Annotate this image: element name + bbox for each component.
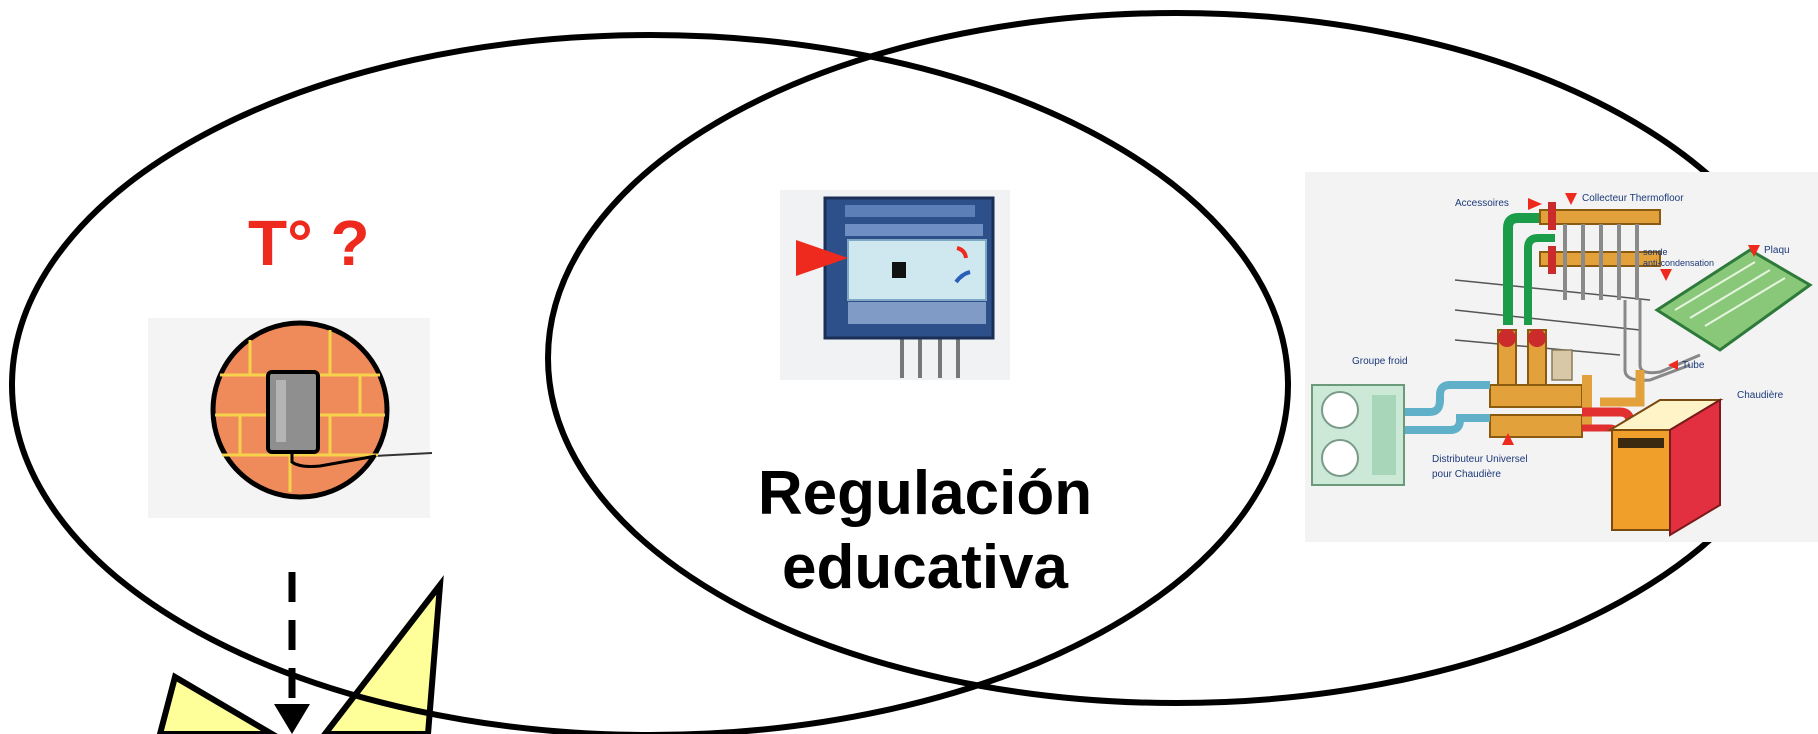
heating-system-diagram: Accessoires Collecteur Thermofloor Plaqu…: [1305, 172, 1818, 542]
center-label-line1: Regulación: [758, 459, 1092, 528]
temperature-question-label: T° ?: [248, 207, 370, 279]
label-collector: Collecteur Thermofloor: [1582, 193, 1684, 204]
label-boiler: Chaudière: [1737, 390, 1784, 401]
wall-sensor-icon: [148, 318, 433, 518]
label-cold-group: Groupe froid: [1352, 356, 1408, 367]
left-ellipse: [9, 32, 1291, 734]
controller-device-icon: [780, 190, 1010, 380]
dashed-arrow: [274, 572, 310, 734]
label-sensor: sonde: [1643, 247, 1668, 257]
center-label-line2: educativa: [782, 533, 1069, 602]
label-plate: Plaqu: [1764, 245, 1790, 256]
label-accessories: Accessoires: [1455, 198, 1509, 209]
label-distributor-sub: pour Chaudière: [1432, 469, 1501, 480]
label-tube: Tube: [1682, 360, 1705, 371]
label-sensor-sub: anti-condensation: [1643, 258, 1714, 268]
label-distributor: Distributeur Universel: [1432, 454, 1528, 465]
